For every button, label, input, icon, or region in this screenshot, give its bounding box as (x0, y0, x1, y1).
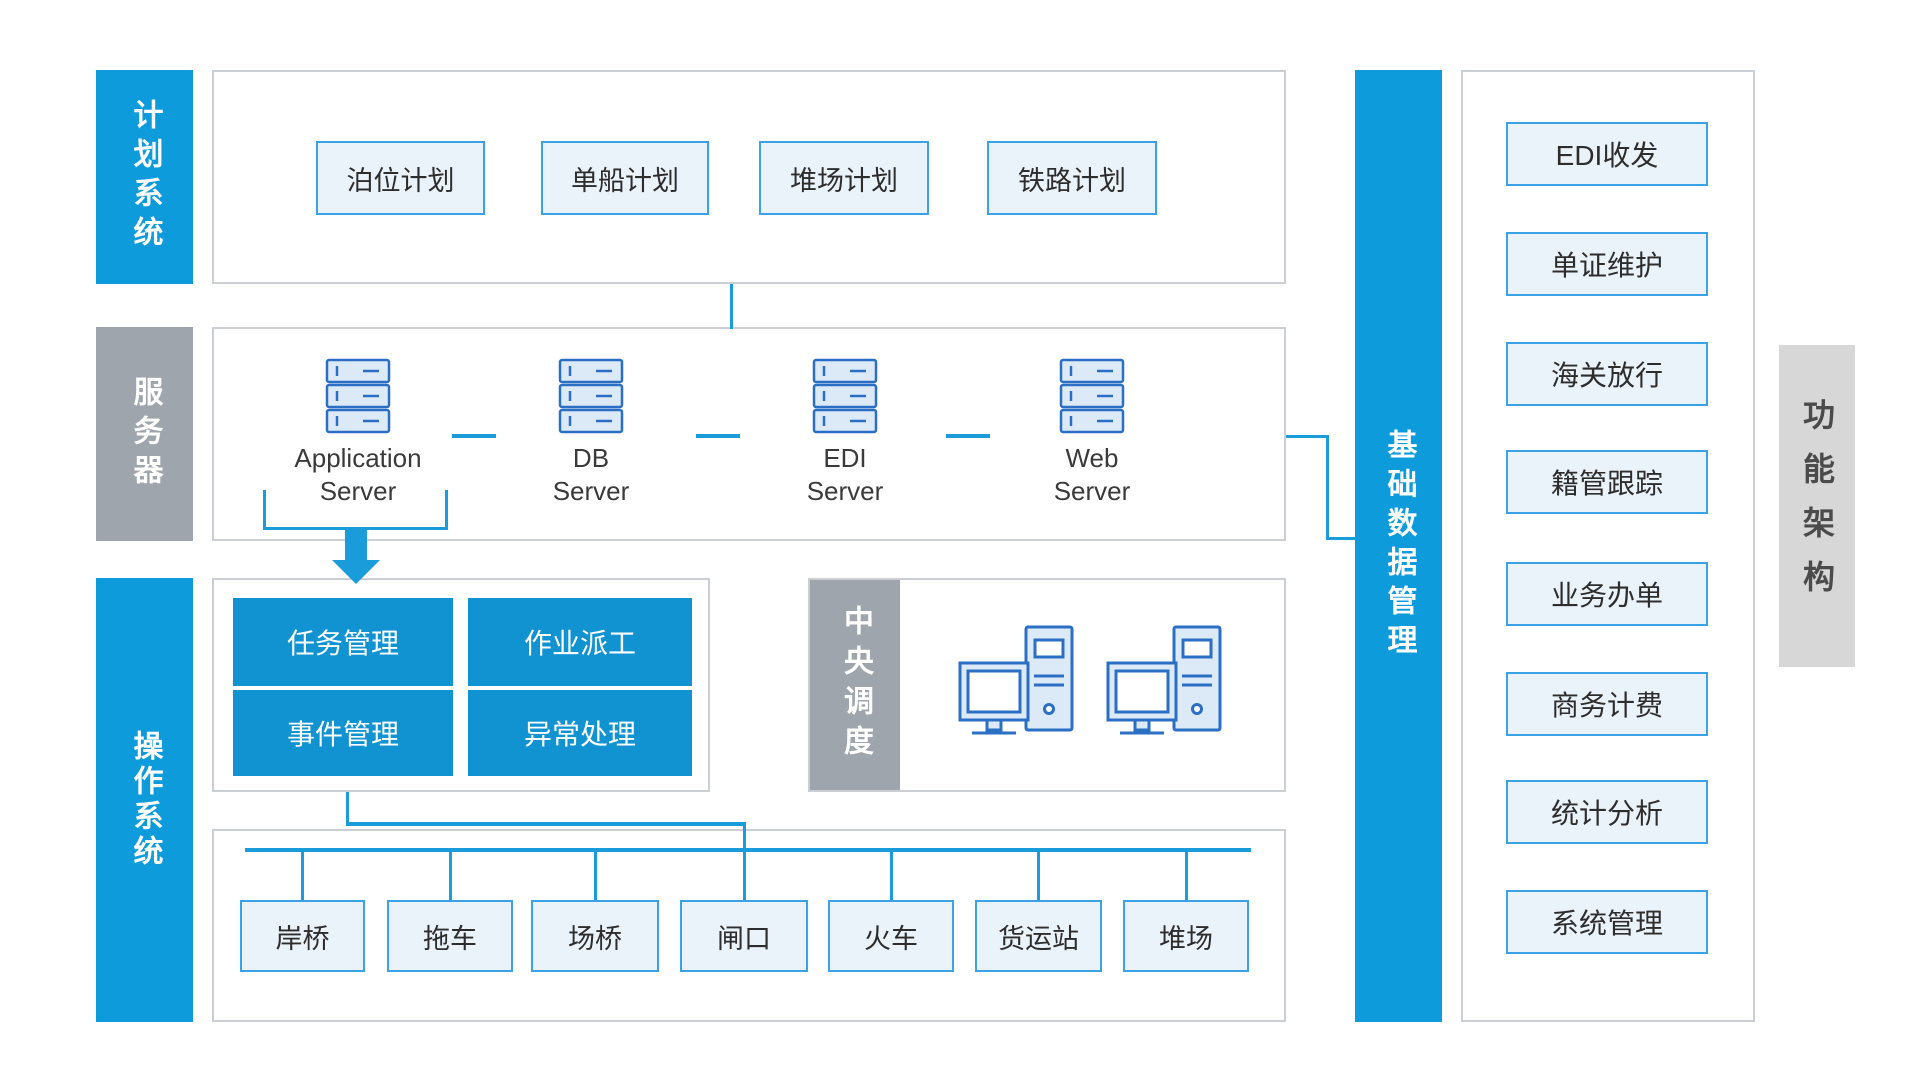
equip-freight-station: 货运站 (975, 900, 1102, 972)
server-link-dash (946, 434, 990, 438)
server-rack-icon (1059, 358, 1125, 434)
equipment-bus-line (245, 848, 1251, 852)
server-link-dash (696, 434, 740, 438)
bus-stub (449, 848, 452, 900)
connector-ops-stub (346, 792, 349, 825)
workstation-icons (958, 625, 1222, 735)
plan-item-yard: 堆场计划 (759, 141, 929, 215)
connector-plan-to-server (730, 284, 733, 329)
plan-item-berth: 泊位计划 (316, 141, 485, 215)
func-edi-exchange: EDI收发 (1506, 122, 1708, 186)
operation-system-rail-label: 操作系统 (96, 578, 193, 1022)
server-rail-label: 服务器 (96, 327, 193, 541)
down-arrow-head (332, 560, 380, 584)
bus-stub (594, 848, 597, 900)
tile-event-management: 事件管理 (233, 690, 453, 776)
connector-server-to-basedata (1326, 537, 1355, 540)
plan-item-vessel: 单船计划 (541, 141, 709, 215)
application-server-bracket (263, 490, 448, 530)
bus-stub (1185, 848, 1188, 900)
equip-gate: 闸口 (680, 900, 808, 972)
func-business-orders: 业务办单 (1506, 562, 1708, 626)
func-statistics-analysis: 统计分析 (1506, 780, 1708, 844)
equip-train: 火车 (828, 900, 954, 972)
bus-stub (1037, 848, 1040, 900)
connector-server-to-basedata (1286, 435, 1329, 438)
func-document-maintenance: 单证维护 (1506, 232, 1708, 296)
function-architecture-label: 功能架构 (1779, 345, 1855, 667)
function-panel-box (1461, 70, 1755, 1022)
func-system-management: 系统管理 (1506, 890, 1708, 954)
equip-trailer: 拖车 (387, 900, 513, 972)
connector-server-to-basedata (1326, 435, 1329, 540)
central-dispatch-label: 中央调度 (810, 580, 900, 790)
bus-stub (890, 848, 893, 900)
equip-yard: 堆场 (1123, 900, 1249, 972)
func-commercial-billing: 商务计费 (1506, 672, 1708, 736)
equip-yard-crane: 场桥 (531, 900, 659, 972)
plan-item-rail: 铁路计划 (987, 141, 1157, 215)
connector-ops-horizontal (346, 822, 746, 826)
down-arrow (345, 528, 367, 562)
tile-exception-handling: 异常处理 (468, 690, 692, 776)
server-link-dash (452, 434, 496, 438)
tile-job-dispatch: 作业派工 (468, 598, 692, 686)
func-registry-tracking: 籍管跟踪 (1506, 450, 1708, 514)
equip-quay-crane: 岸桥 (240, 900, 365, 972)
func-customs-release: 海关放行 (1506, 342, 1708, 406)
server-rack-icon (558, 358, 624, 434)
server-rack-icon (325, 358, 391, 434)
connector-ops-vertical (743, 822, 746, 902)
server-rack-icon (812, 358, 878, 434)
bus-stub (301, 848, 304, 900)
planning-system-rail-label: 计划系统 (96, 70, 193, 284)
tile-task-management: 任务管理 (233, 598, 453, 686)
base-data-management-bar: 基础数据管理 (1355, 70, 1442, 1022)
